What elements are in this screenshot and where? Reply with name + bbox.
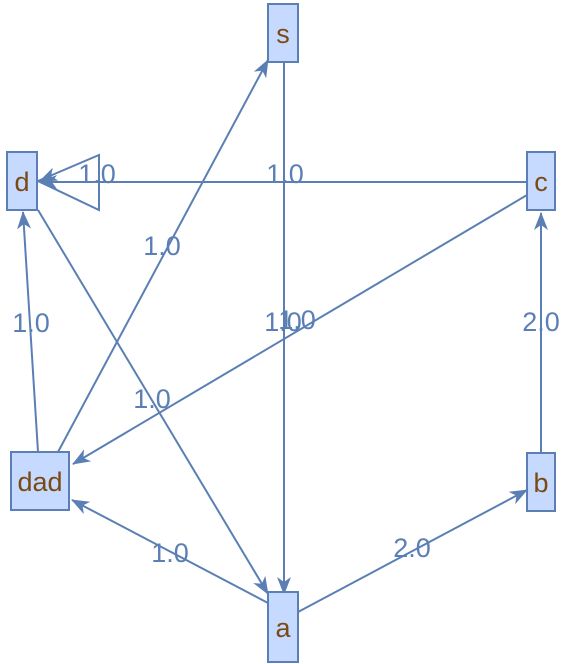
edge-dad-s — [57, 59, 269, 453]
edge-weight-label-dad-d: 1.0 — [12, 308, 50, 338]
edge-weight-label-dad-s: 1.0 — [143, 231, 181, 261]
edge-weight-label-a-dad: 1.0 — [151, 538, 189, 568]
node-a: a — [267, 591, 299, 663]
node-dad: dad — [10, 451, 70, 511]
edge-c-dad — [72, 194, 528, 465]
node-box-a — [267, 591, 299, 663]
node-b: b — [526, 452, 556, 512]
node-box-d — [6, 151, 38, 211]
node-label-dad: dad — [17, 467, 62, 497]
edge-weight-label-s-a: 1.0 — [264, 307, 302, 337]
node-box-b — [526, 452, 556, 512]
node-label-a: a — [275, 613, 291, 643]
node-box-dad — [10, 451, 70, 511]
nodes-layer: s d c dad b a — [6, 3, 556, 663]
edge-weight-label-c-dad: 1.0 — [278, 305, 316, 335]
node-label-b: b — [533, 468, 548, 498]
edge-weight-label-a-b: 2.0 — [393, 533, 431, 563]
node-box-s — [267, 3, 299, 63]
edge-dad-d — [17, 211, 39, 453]
edge-d-a — [37, 209, 269, 595]
node-label-d: d — [14, 167, 29, 197]
edge-weight-label-d-d: 1.0 — [78, 159, 116, 189]
edge-a-dad — [71, 499, 269, 604]
edge-weight-label-d-a: 1.0 — [133, 384, 171, 414]
node-label-s: s — [276, 19, 290, 49]
node-c: c — [526, 151, 556, 211]
node-s: s — [267, 3, 299, 63]
edge-weight-label-c-d: 1.0 — [266, 159, 304, 189]
edge-a-b — [297, 489, 528, 613]
edge-weight-label-b-c: 2.0 — [522, 307, 560, 337]
node-d: d — [6, 151, 38, 211]
node-box-c — [526, 151, 556, 211]
node-label-c: c — [534, 167, 548, 197]
edges-layer — [17, 59, 548, 613]
